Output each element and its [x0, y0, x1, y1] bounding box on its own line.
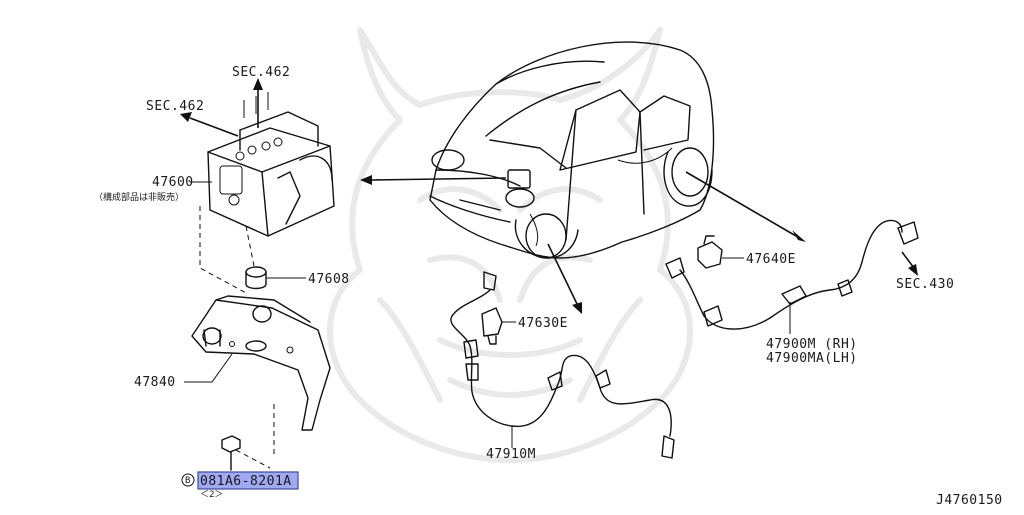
- label-47900m[interactable]: 47900M (RH): [766, 337, 858, 352]
- guide-actuator-left: [199, 206, 249, 295]
- guide-actuator-center: [245, 225, 255, 267]
- leader-47840: [184, 353, 233, 383]
- bracket-47840[interactable]: [191, 295, 331, 431]
- label-sec462-left[interactable]: SEC.462: [146, 99, 204, 114]
- label-47608[interactable]: 47608: [308, 272, 350, 287]
- car-illustration: [429, 41, 715, 259]
- label-bolt-part[interactable]: 081A6-8201A: [200, 474, 292, 489]
- diagram-code: J4760150: [936, 493, 1003, 508]
- bolt-icon[interactable]: [221, 435, 241, 471]
- label-47600-note: （構成部品は非販売）: [94, 191, 184, 203]
- clip-47640e[interactable]: [697, 235, 723, 269]
- label-bolt-qty: ＜2＞: [200, 490, 223, 500]
- abs-actuator-47600[interactable]: [207, 92, 335, 237]
- arrow-car-to-actuator: [360, 175, 507, 185]
- label-47840[interactable]: 47840: [134, 375, 176, 390]
- label-sec430[interactable]: SEC.430: [896, 277, 954, 292]
- label-47630e[interactable]: 47630E: [518, 316, 568, 331]
- bolt-part-highlight[interactable]: [197, 471, 299, 490]
- label-47910m[interactable]: 47910M: [486, 447, 536, 462]
- sec430-arrow: [901, 251, 918, 276]
- label-47600[interactable]: 47600: [152, 175, 194, 190]
- arrow-car-to-front-sensor: [547, 243, 582, 314]
- bolt-marker-circle: [181, 473, 195, 487]
- label-47640e[interactable]: 47640E: [746, 252, 796, 267]
- guide-bolt: [235, 449, 271, 469]
- samurai-helmet-watermark: [327, 27, 693, 463]
- rear-sensor-47900m[interactable]: [665, 219, 919, 330]
- sec462-left-arrow: [180, 112, 239, 137]
- bolt-marker: B: [185, 476, 190, 486]
- label-sec462-top[interactable]: SEC.462: [232, 65, 290, 80]
- clip-47630e[interactable]: [481, 307, 503, 345]
- grommet-47608[interactable]: [245, 266, 267, 290]
- arrow-car-to-rear-sensor: [685, 171, 806, 242]
- label-47900ma[interactable]: 47900MA(LH): [766, 351, 858, 366]
- sec462-top-arrow: [253, 78, 263, 128]
- front-sensor-47910m[interactable]: [450, 271, 675, 459]
